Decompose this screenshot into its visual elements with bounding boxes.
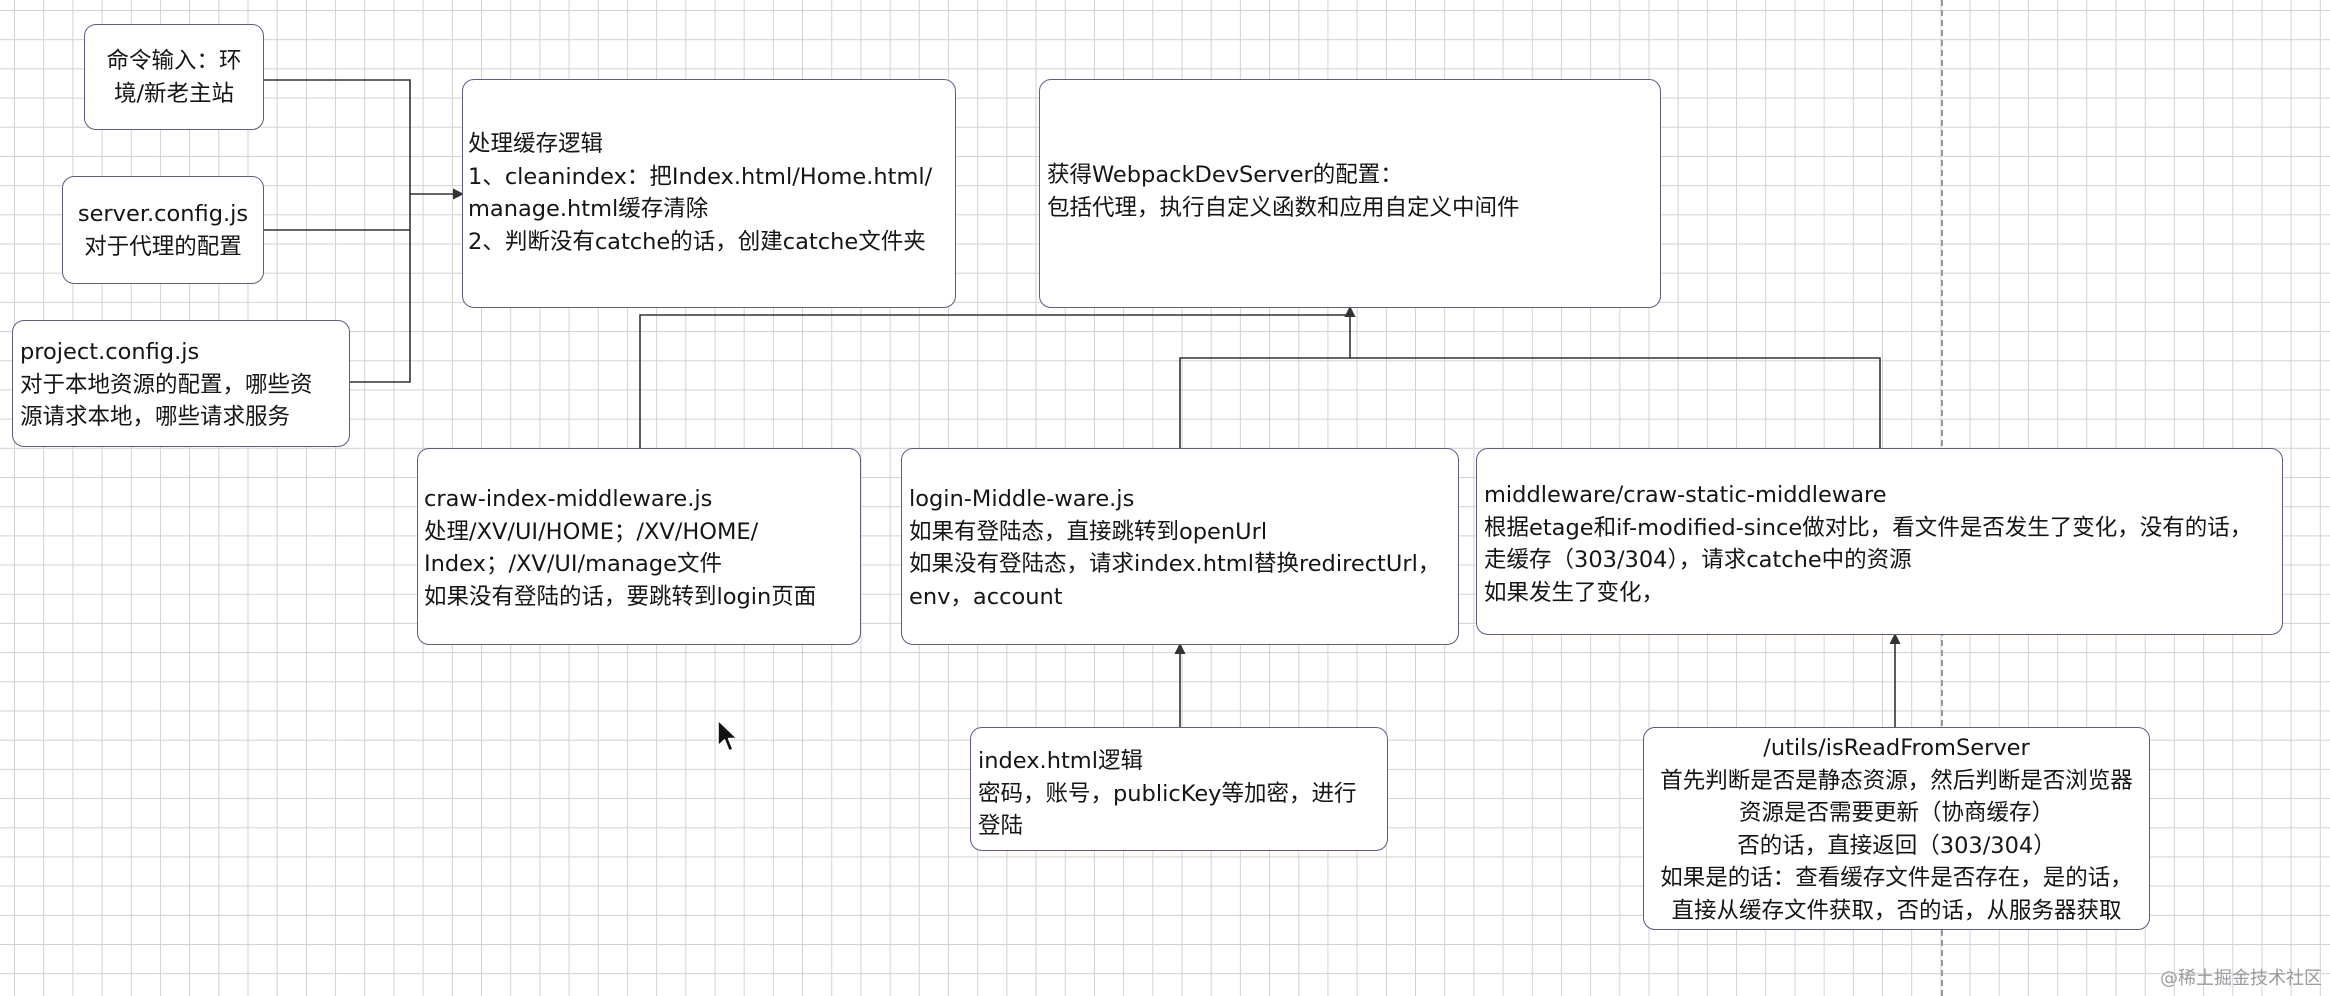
box-is-read-line: 直接从缓存文件获取，否的话，从服务器获取 [1671, 897, 2122, 924]
box-login-middleware: login-Middle-ware.js 如果有登陆态，直接跳转到openUrl… [901, 448, 1459, 645]
box-craw-index-line: 如果没有登陆的话，要跳转到login页面 [424, 583, 817, 610]
box-cache-logic-line: 处理缓存逻辑 [468, 131, 604, 157]
box-server-config-line: server.config.js [77, 201, 249, 227]
box-index-html-logic-line: 密码，账号，publicKey等加密，进行 [978, 780, 1357, 807]
connector-login-to-webpack [1179, 357, 1881, 448]
box-index-html-logic: index.html逻辑 密码，账号，publicKey等加密，进行 登陆 [970, 727, 1388, 851]
box-command-input-line: 境/新老主站 [113, 80, 235, 107]
connector-crawindex-to-webpack [639, 314, 1350, 448]
box-is-read-line: 资源是否需要更新（协商缓存） [1738, 800, 2054, 826]
box-is-read-line: /utils/isReadFromServer [1763, 735, 2030, 761]
box-craw-index-line: 处理/XV/UI/HOME；/XV/HOME/ [424, 518, 759, 545]
connector-cmd-to-bus [262, 79, 411, 383]
box-craw-index-middleware: craw-index-middleware.js 处理/XV/UI/HOME；/… [417, 448, 861, 645]
box-command-input-line: 命令输入：环 [106, 48, 242, 74]
box-webpack-config-line: 获得WebpackDevServer的配置： [1047, 162, 1403, 188]
box-craw-index-line: craw-index-middleware.js [424, 486, 713, 512]
watermark: @稀土掘金技术社区 [2160, 968, 2322, 989]
box-craw-static-middleware: middleware/craw-static-middleware 根据etag… [1476, 448, 2283, 635]
box-login-middleware-line: env，account [909, 583, 1063, 610]
box-login-middleware-line: login-Middle-ware.js [909, 486, 1135, 512]
box-is-read-line: 否的话，直接返回（303/304） [1737, 832, 2056, 859]
box-server-config: server.config.js 对于代理的配置 [62, 176, 264, 284]
box-cache-logic-line: manage.html缓存清除 [468, 196, 709, 222]
box-login-middleware-line: 如果没有登陆态，请求index.html替换redirectUrl， [909, 551, 1441, 577]
box-index-html-logic-line: 登陆 [978, 813, 1024, 839]
box-project-config-line: project.config.js [20, 339, 200, 365]
box-craw-static-line: 如果发生了变化， [1484, 579, 1665, 606]
mouse-pointer-icon [717, 719, 738, 752]
box-is-read-from-server: /utils/isReadFromServer 首先判断是否是静态资源，然后判断… [1643, 727, 2150, 930]
box-webpack-config: 获得WebpackDevServer的配置： 包括代理，执行自定义函数和应用自定… [1039, 79, 1661, 308]
box-cache-logic-line: 1、cleanindex：把Index.html/Home.html/ [468, 163, 933, 190]
box-craw-static-line: 走缓存（303/304），请求catche中的资源 [1484, 547, 1912, 573]
box-cache-logic-line: 2、判断没有catche的话，创建catche文件夹 [468, 228, 926, 255]
box-project-config-line: 对于本地资源的配置，哪些资 [20, 371, 313, 398]
box-command-input: 命令输入：环 境/新老主站 [84, 24, 264, 130]
box-webpack-config-line: 包括代理，执行自定义函数和应用自定义中间件 [1047, 194, 1520, 221]
box-is-read-line: 如果是的话：查看缓存文件是否存在，是的话， [1660, 865, 2133, 891]
box-is-read-line: 首先判断是否是静态资源，然后判断是否浏览器 [1660, 767, 2133, 794]
box-project-config: project.config.js 对于本地资源的配置，哪些资 源请求本地，哪些… [12, 320, 350, 447]
box-craw-static-line: 根据etage和if-modified-since做对比，看文件是否发生了变化，… [1484, 514, 2253, 541]
box-project-config-line: 源请求本地，哪些请求服务 [20, 404, 291, 430]
box-server-config-line: 对于代理的配置 [84, 233, 242, 260]
box-cache-logic: 处理缓存逻辑 1、cleanindex：把Index.html/Home.htm… [462, 79, 956, 308]
box-index-html-logic-line: index.html逻辑 [978, 748, 1143, 774]
box-craw-index-line: Index；/XV/UI/manage文件 [424, 551, 722, 577]
box-login-middleware-line: 如果有登陆态，直接跳转到openUrl [909, 518, 1268, 545]
box-craw-static-line: middleware/craw-static-middleware [1484, 482, 1887, 508]
